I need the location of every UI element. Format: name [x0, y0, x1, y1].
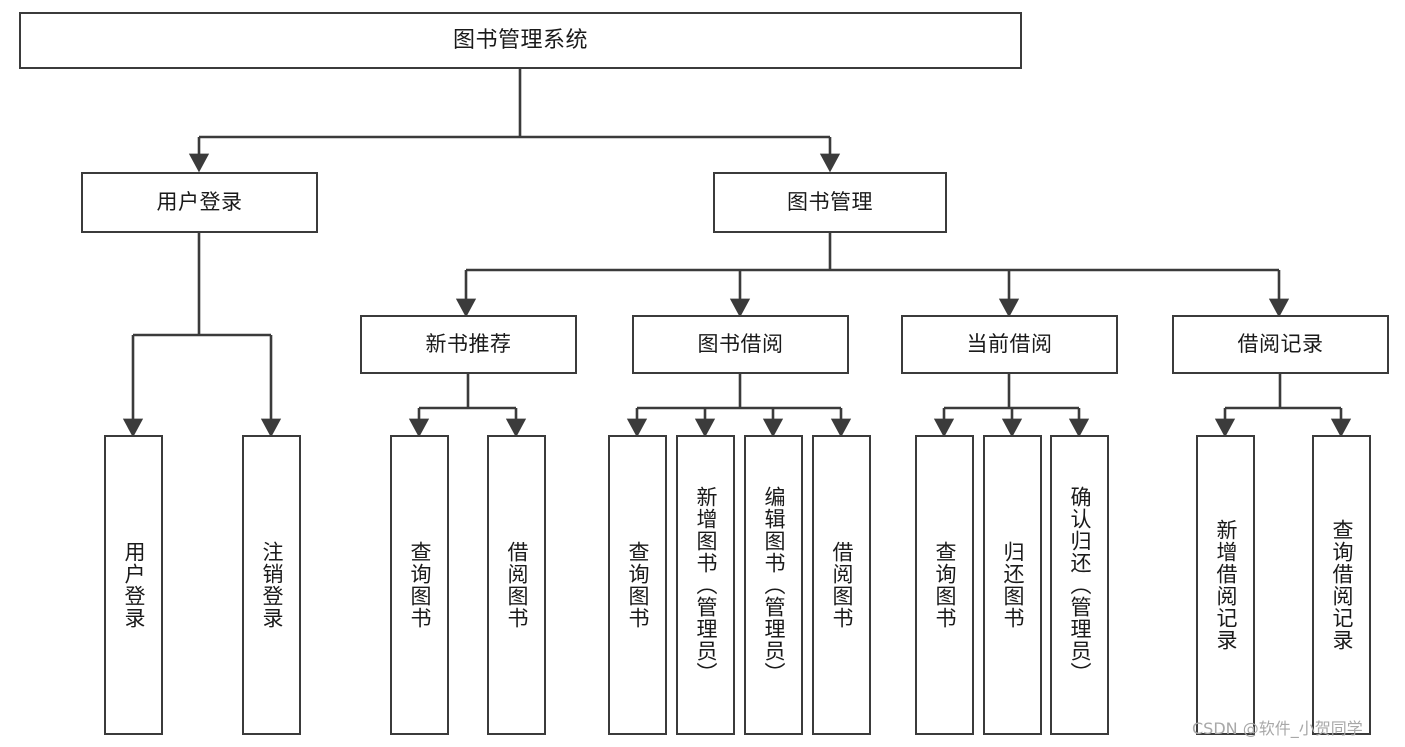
node-label: 编辑图书（管理员）	[762, 486, 786, 684]
node-label: 新增图书（管理员）	[694, 486, 718, 684]
node-user-login[interactable]: 用户登录	[81, 172, 318, 233]
node-root-system[interactable]: 图书管理系统	[19, 12, 1022, 69]
leaf-borrow-add-book[interactable]: 新增图书（管理员）	[676, 435, 735, 735]
leaf-recommend-query-book[interactable]: 查询图书	[390, 435, 449, 735]
node-label: 查询图书	[933, 541, 957, 629]
node-label: 借阅记录	[1237, 332, 1324, 357]
node-label: 新书推荐	[425, 332, 512, 357]
leaf-record-query-record[interactable]: 查询借阅记录	[1312, 435, 1371, 735]
leaf-current-return-book[interactable]: 归还图书	[983, 435, 1042, 735]
node-label: 当前借阅	[966, 332, 1053, 357]
node-label: 新增借阅记录	[1214, 519, 1238, 651]
node-label: 用户登录	[156, 190, 243, 215]
node-book-management[interactable]: 图书管理	[713, 172, 947, 233]
node-label: 用户登录	[122, 541, 146, 629]
leaf-recommend-borrow-book[interactable]: 借阅图书	[487, 435, 546, 735]
watermark: CSDN @软件_小贺同学	[1192, 719, 1363, 738]
leaf-borrow-query-book[interactable]: 查询图书	[608, 435, 667, 735]
node-label: 借阅图书	[830, 541, 854, 629]
node-label: 查询借阅记录	[1330, 519, 1354, 651]
node-label: 归还图书	[1001, 541, 1025, 629]
node-label: 查询图书	[626, 541, 650, 629]
leaf-user-login-logout[interactable]: 注销登录	[242, 435, 301, 735]
leaf-borrow-borrow-book[interactable]: 借阅图书	[812, 435, 871, 735]
leaf-current-confirm-return[interactable]: 确认归还（管理员）	[1050, 435, 1109, 735]
node-label: 注销登录	[260, 541, 284, 629]
leaf-record-add-record[interactable]: 新增借阅记录	[1196, 435, 1255, 735]
node-borrow-record[interactable]: 借阅记录	[1172, 315, 1389, 374]
node-label: 查询图书	[408, 541, 432, 629]
leaf-current-query-book[interactable]: 查询图书	[915, 435, 974, 735]
node-book-borrow[interactable]: 图书借阅	[632, 315, 849, 374]
node-new-book-recommend[interactable]: 新书推荐	[360, 315, 577, 374]
node-label: 图书管理	[787, 190, 873, 215]
node-label: 图书借阅	[697, 332, 784, 357]
node-label: 图书管理系统	[452, 27, 588, 53]
node-label: 借阅图书	[505, 541, 529, 629]
node-current-borrow[interactable]: 当前借阅	[901, 315, 1118, 374]
leaf-borrow-edit-book[interactable]: 编辑图书（管理员）	[744, 435, 803, 735]
leaf-user-login-login[interactable]: 用户登录	[104, 435, 163, 735]
node-label: 确认归还（管理员）	[1068, 486, 1092, 684]
